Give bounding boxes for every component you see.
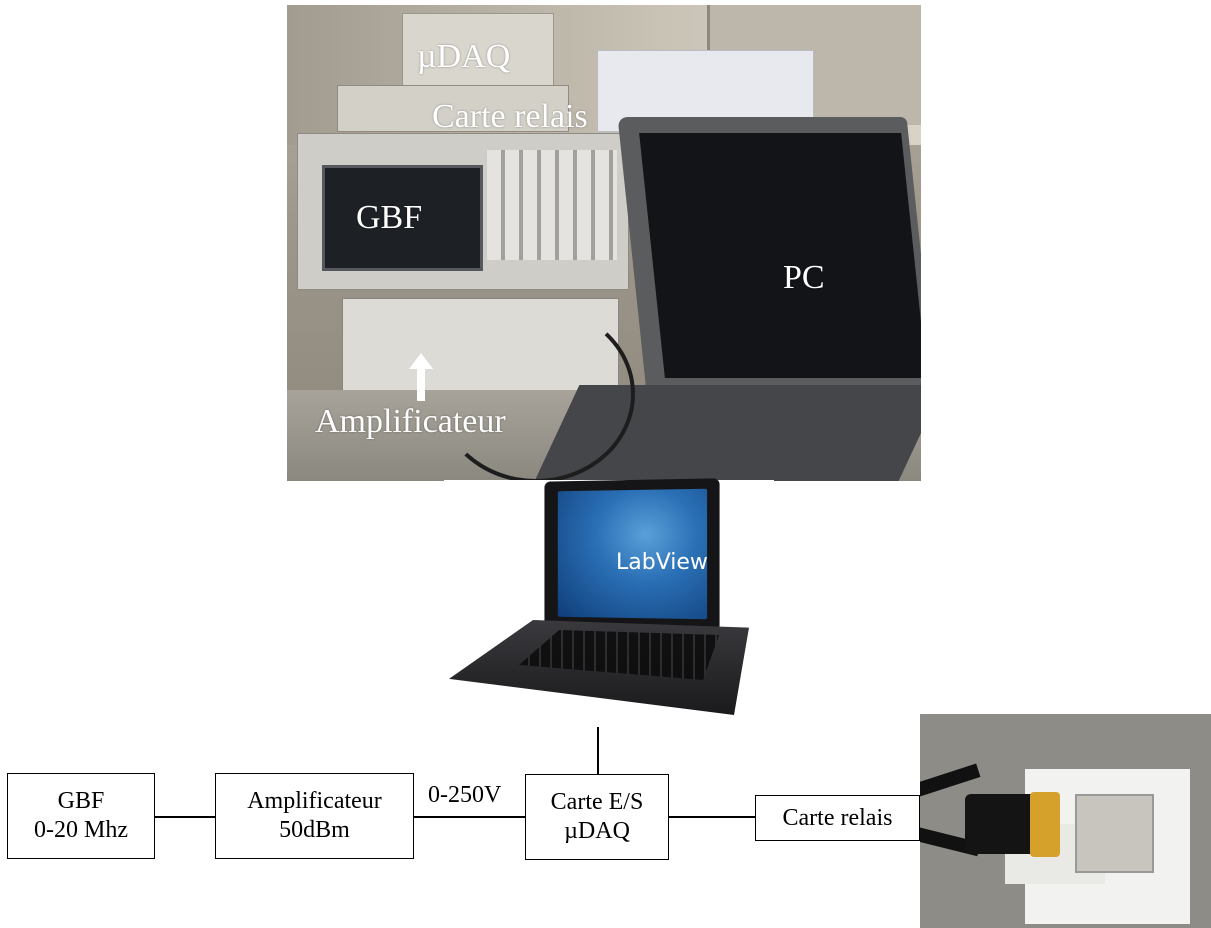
relay-socket (1075, 794, 1154, 873)
gbf-keypad-image (487, 150, 617, 260)
photo-label-relay-card: Carte relais (432, 98, 588, 135)
photo-cable (437, 305, 635, 481)
udaq-device-image (402, 13, 554, 90)
block-amplifier: Amplificateur 50dBm (215, 773, 414, 859)
block-io-card: Carte E/S µDAQ (525, 774, 669, 860)
photo-label-gbf: GBF (356, 199, 423, 236)
lab-setup-photo: µDAQ Carte relais GBF PC Amplificateur (287, 5, 921, 481)
relay-card-photo (920, 714, 1211, 928)
photo-label-udaq: µDAQ (417, 38, 511, 75)
block-gbf-range: 0-20 Mhz (34, 817, 128, 843)
block-io-card-model: µDAQ (564, 818, 630, 844)
gold-pcb-edge (1030, 792, 1060, 857)
block-amplifier-title: Amplificateur (247, 788, 382, 815)
up-arrow-icon (409, 353, 433, 401)
block-relay-card-title: Carte relais (782, 804, 893, 831)
block-relay-card: Carte relais (755, 795, 920, 841)
wire-laptop-io-card (597, 727, 599, 775)
block-amplifier-gain: 50dBm (279, 817, 350, 843)
labview-laptop-image: LabView (444, 478, 774, 725)
edge-label-0-250v: 0-250V (428, 782, 502, 808)
gbf-screen-image (322, 165, 483, 271)
photo-label-amplifier: Amplificateur (315, 403, 506, 440)
labview-screen-text: LabView (616, 550, 708, 575)
block-gbf: GBF 0-20 Mhz (7, 773, 155, 859)
block-io-card-title: Carte E/S (550, 789, 644, 816)
wire-io-card-relay-card (668, 816, 756, 818)
wire-gbf-amplifier (154, 816, 216, 818)
wire-amplifier-io-card (413, 816, 526, 818)
pc-laptop-screen-image (639, 133, 921, 378)
photo-label-pc: PC (783, 259, 825, 296)
block-gbf-title: GBF (57, 788, 105, 815)
relay-card-device-image (337, 85, 569, 132)
